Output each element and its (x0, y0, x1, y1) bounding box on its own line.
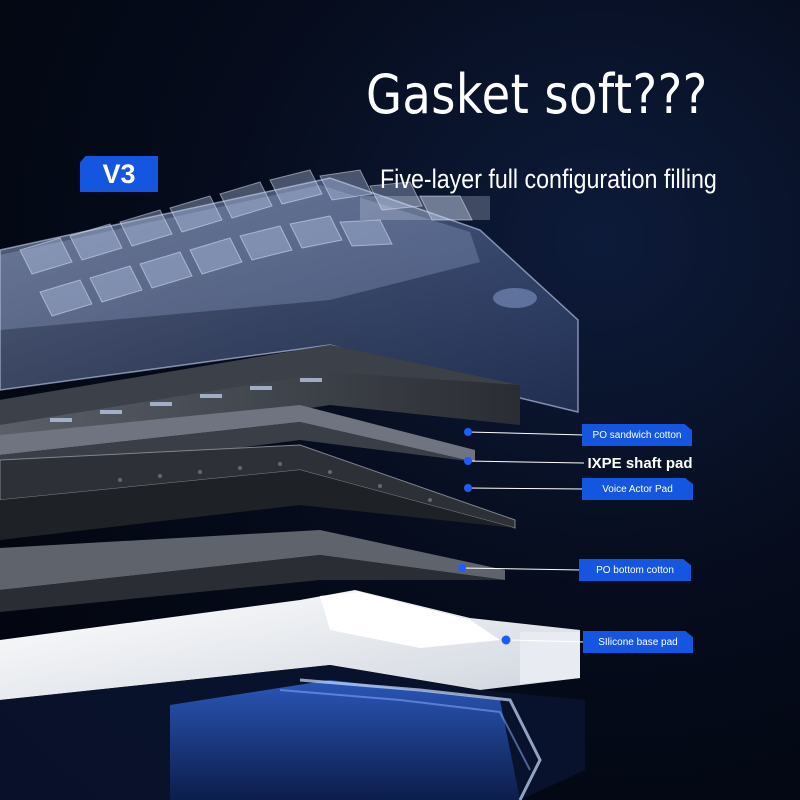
callout-po-bottom-cotton: PO bottom cotton (579, 559, 691, 581)
callout-silicone-base-pad: SIlicone base pad (583, 631, 693, 653)
callout-dots (458, 428, 511, 645)
subheadline: Five-layer full configuration filling (380, 164, 717, 194)
callout-leaders (461, 431, 586, 643)
callout-voice-actor-pad: Voice Actor Pad (582, 478, 693, 500)
headline: Gasket soft??? (366, 63, 708, 126)
callout-ixpe-shaft-pad: IXPE shaft pad (587, 454, 693, 472)
version-badge: V3 (80, 156, 158, 192)
layer-ixpe-shaft-pad (0, 405, 475, 478)
bottom-case (0, 665, 585, 800)
layer-silicone-base-pad (0, 590, 580, 700)
layer-po-bottom-cotton (0, 530, 505, 612)
transparent-top-case (0, 169, 579, 413)
callout-po-sandwich-cotton: PO sandwich cotton (582, 424, 692, 446)
layer-voice-actor-pad (0, 444, 516, 540)
